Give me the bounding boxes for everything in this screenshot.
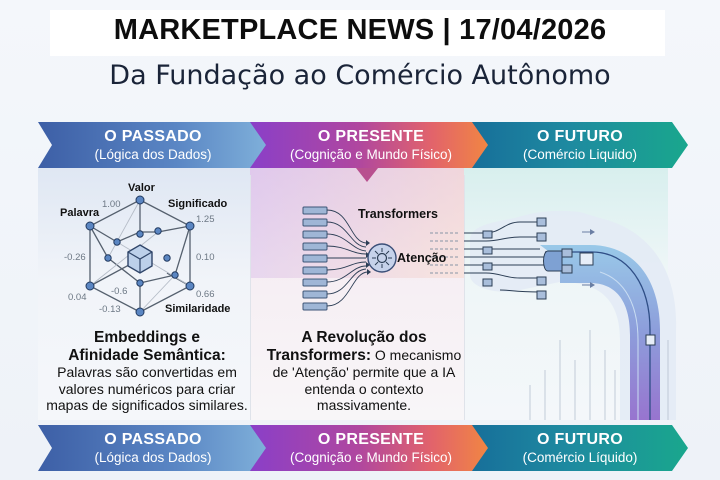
segment-subtitle: (Lógica dos Dados) [94,147,212,162]
segment-title: O FUTURO [537,431,623,448]
timeline-banner-bottom: O PASSADO (Lógica dos Dados) O PRESENTE … [38,425,688,471]
segment-subtitle: (Comércio Liquido) [522,147,638,162]
label-valor: Valor [128,182,155,194]
value-label: -0.6 [111,286,128,297]
timeline-segment-future: O FUTURO (Comércio Liquido) [472,122,688,168]
value-label: 1.00 [102,199,121,210]
past-body: Palavras são convertidas em valores numé… [46,364,248,413]
attention-icon [367,243,397,273]
value-label: 0.66 [196,289,215,300]
page-subtitle: Da Fundação ao Comércio Autônomo [109,60,611,91]
timeline-segment-past: O PASSADO (Lógica dos Dados) [38,425,268,471]
segment-title: O FUTURO [537,128,623,145]
label-similaridade: Similaridade [165,303,231,315]
cube-icon [127,244,153,274]
value-label: 0.10 [196,252,215,263]
header-background [50,10,665,56]
value-label: -0.13 [99,304,121,315]
label-atencao: Atenção [397,251,447,265]
label-palavra: Palavra [60,207,100,219]
timeline-banner-top: O PASSADO (Lógica dos Dados) O PRESENTE … [38,122,688,168]
present-body: O mecanismo de 'Atenção' permite que a I… [272,346,462,414]
value-label: -0.26 [64,252,86,263]
label-transformers: Transformers [358,207,438,221]
segment-title: O PASSADO [104,128,202,145]
timeline-segment-present: O PRESENTE (Cognição e Mundo Físico) [250,122,492,168]
present-description: A Revolução dos Transformers: O mecanism… [258,329,470,414]
value-label: 0.04 [68,292,87,303]
column-past [38,168,250,420]
segment-title: O PRESENTE [317,431,425,448]
page-title: MARKETPLACE NEWS | 17/04/2026 [113,14,607,46]
timeline-segment-future: O FUTURO (Comércio Líquido) [472,425,688,471]
label-significado: Significado [168,198,228,210]
divider [250,175,251,420]
past-heading-line2: Afinidade Semântica: [68,346,226,364]
timeline-segment-past: O PASSADO (Lógica dos Dados) [38,122,268,168]
timeline-segment-present: O PRESENTE (Cognição e Mundo Físico) [250,425,492,471]
present-pointer [356,168,378,182]
segment-subtitle: (Cognição e Mundo Físico) [289,450,453,465]
segment-subtitle: (Cognição e Mundo Físico) [289,147,453,162]
segment-subtitle: (Comércio Líquido) [522,450,638,465]
past-description: Embeddings e Afinidade Semântica: Palavr… [36,329,258,414]
present-heading: A Revolução dos Transformers: [266,329,427,364]
column-present [250,168,464,420]
value-label: 1.25 [196,214,215,225]
divider [464,175,465,420]
past-heading-line1: Embeddings e [94,329,200,346]
segment-title: O PASSADO [104,431,202,448]
segment-subtitle: (Lógica dos Dados) [94,450,212,465]
segment-title: O PRESENTE [317,128,425,145]
